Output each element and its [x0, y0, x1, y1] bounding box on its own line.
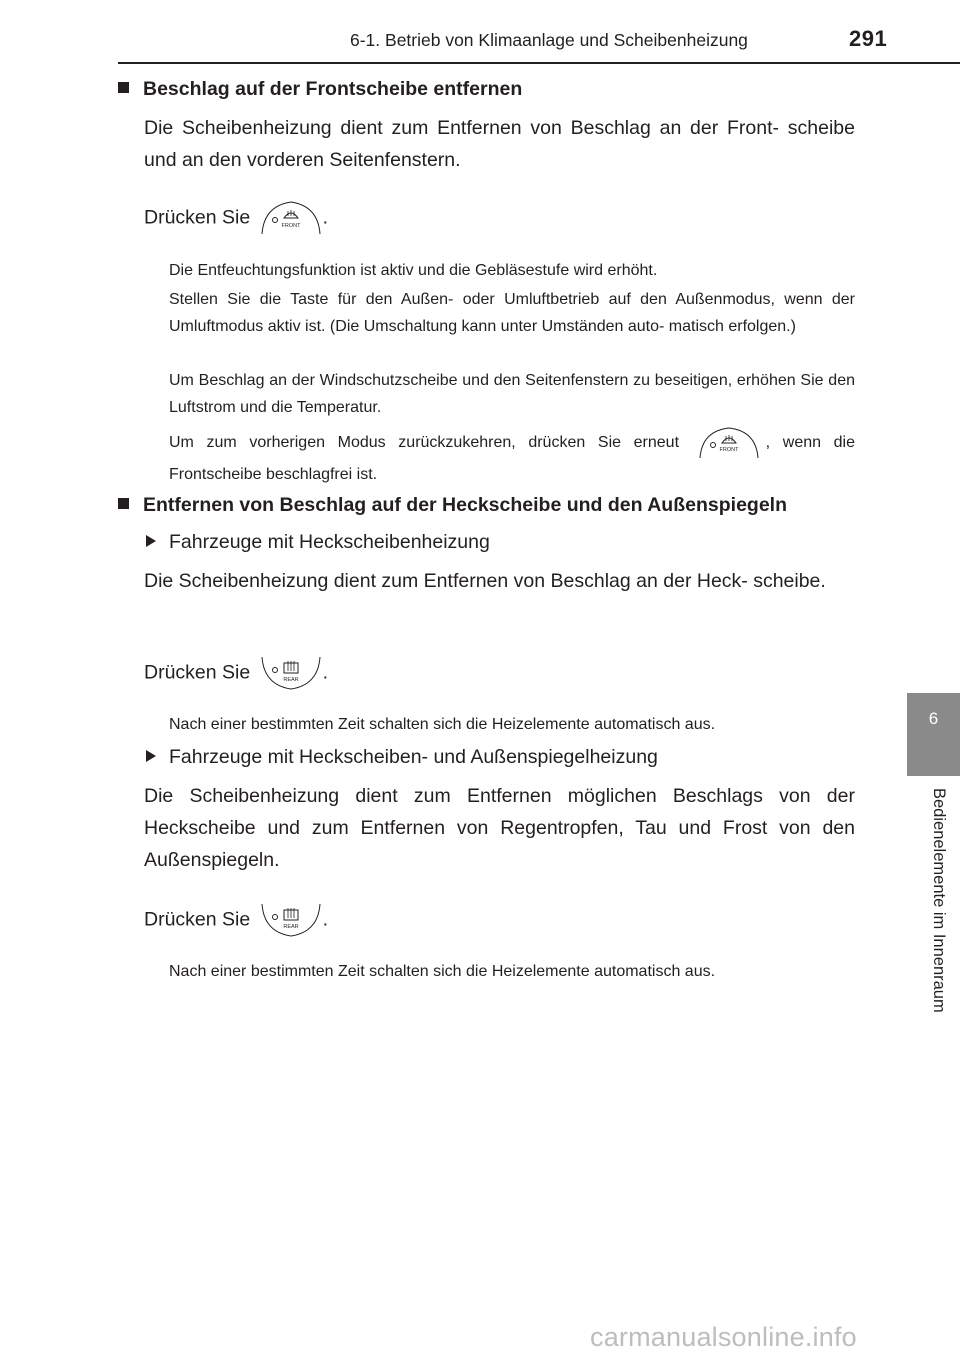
front-paragraph: Die Scheibenheizung dient zum Entfernen …	[144, 117, 855, 171]
square-bullet-icon	[118, 498, 129, 509]
triangle-bullet-icon	[146, 750, 156, 762]
front-note-4-after: , wenn die Frontscheibe beschlagfrei ist…	[169, 434, 855, 483]
front-defroster-inline-icon: FRONT	[698, 426, 760, 460]
subheading-rear-mirror-text: Fahrzeuge mit Heckscheiben- und Außenspi…	[169, 746, 658, 768]
square-bullet-icon	[118, 82, 129, 93]
chapter-number: 6	[928, 709, 939, 728]
press-rear-line-2: Drücken Sie REAR .	[144, 902, 328, 938]
press-rear-suffix-2: .	[322, 908, 329, 931]
front-note-1: Die Entfeuchtungsfunktion ist aktiv und …	[169, 262, 658, 279]
front-note-2: Stellen Sie die Taste für den Außen- ode…	[169, 291, 855, 335]
rear-mirror-note: Nach einer bestimmten Zeit schalten sich…	[169, 963, 716, 980]
press-front-suffix: .	[322, 206, 329, 229]
section-heading-front: Beschlag auf der Frontscheibe entfernen	[118, 78, 522, 101]
subheading-rear-window: Fahrzeuge mit Heckscheibenheizung	[146, 531, 490, 554]
section-heading-front-text: Beschlag auf der Frontscheibe entfernen	[143, 78, 523, 100]
front-button-label: FRONT	[281, 223, 301, 229]
rear-window-note: Nach einer bestimmten Zeit schalten sich…	[169, 716, 716, 733]
press-rear-suffix-1: .	[322, 661, 329, 684]
rear-window-paragraph: Die Scheibenheizung dient zum Entfernen …	[144, 570, 826, 592]
front-note-4-before: Um zum vorherigen Modus zurückzukehren, …	[169, 434, 680, 452]
section-heading-rear: Entfernen von Beschlag auf der Heckschei…	[118, 494, 787, 517]
rear-defroster-button-icon: REAR	[260, 655, 322, 691]
front-inline-button-label: FRONT	[719, 447, 739, 453]
rear-mirror-paragraph: Die Scheibenheizung dient zum Entfernen …	[144, 785, 855, 871]
press-front-prefix: Drücken Sie	[144, 206, 251, 229]
front-note-4: Um zum vorherigen Modus zurückzukehren, …	[169, 426, 855, 490]
header-rule	[118, 62, 960, 64]
press-rear-prefix-1: Drücken Sie	[144, 661, 251, 684]
triangle-bullet-icon	[146, 535, 156, 547]
subheading-rear-window-text: Fahrzeuge mit Heckscheibenheizung	[169, 531, 490, 553]
page-number: 291	[849, 26, 888, 51]
press-rear-prefix-2: Drücken Sie	[144, 908, 251, 931]
press-rear-line-1: Drücken Sie REAR .	[144, 655, 328, 691]
front-defroster-button-icon: FRONT	[260, 200, 322, 236]
rear-button-label-2: REAR	[283, 924, 298, 930]
header-title: 6-1. Betrieb von Klimaanlage und Scheibe…	[350, 30, 748, 50]
chapter-tab: 6	[907, 693, 960, 776]
subheading-rear-mirror: Fahrzeuge mit Heckscheiben- und Außenspi…	[146, 746, 658, 769]
section-heading-rear-text: Entfernen von Beschlag auf der Heckschei…	[143, 494, 787, 516]
front-note-3: Um Beschlag an der Windschutzscheibe und…	[169, 372, 855, 416]
chapter-label: Bedienelemente im Innenraum	[930, 788, 948, 1013]
rear-mirror-defroster-button-icon: REAR	[260, 902, 322, 938]
press-front-line: Drücken Sie FRONT .	[144, 200, 328, 236]
rear-button-label-1: REAR	[283, 677, 298, 683]
watermark: carmanualsonline.info	[590, 1322, 857, 1352]
